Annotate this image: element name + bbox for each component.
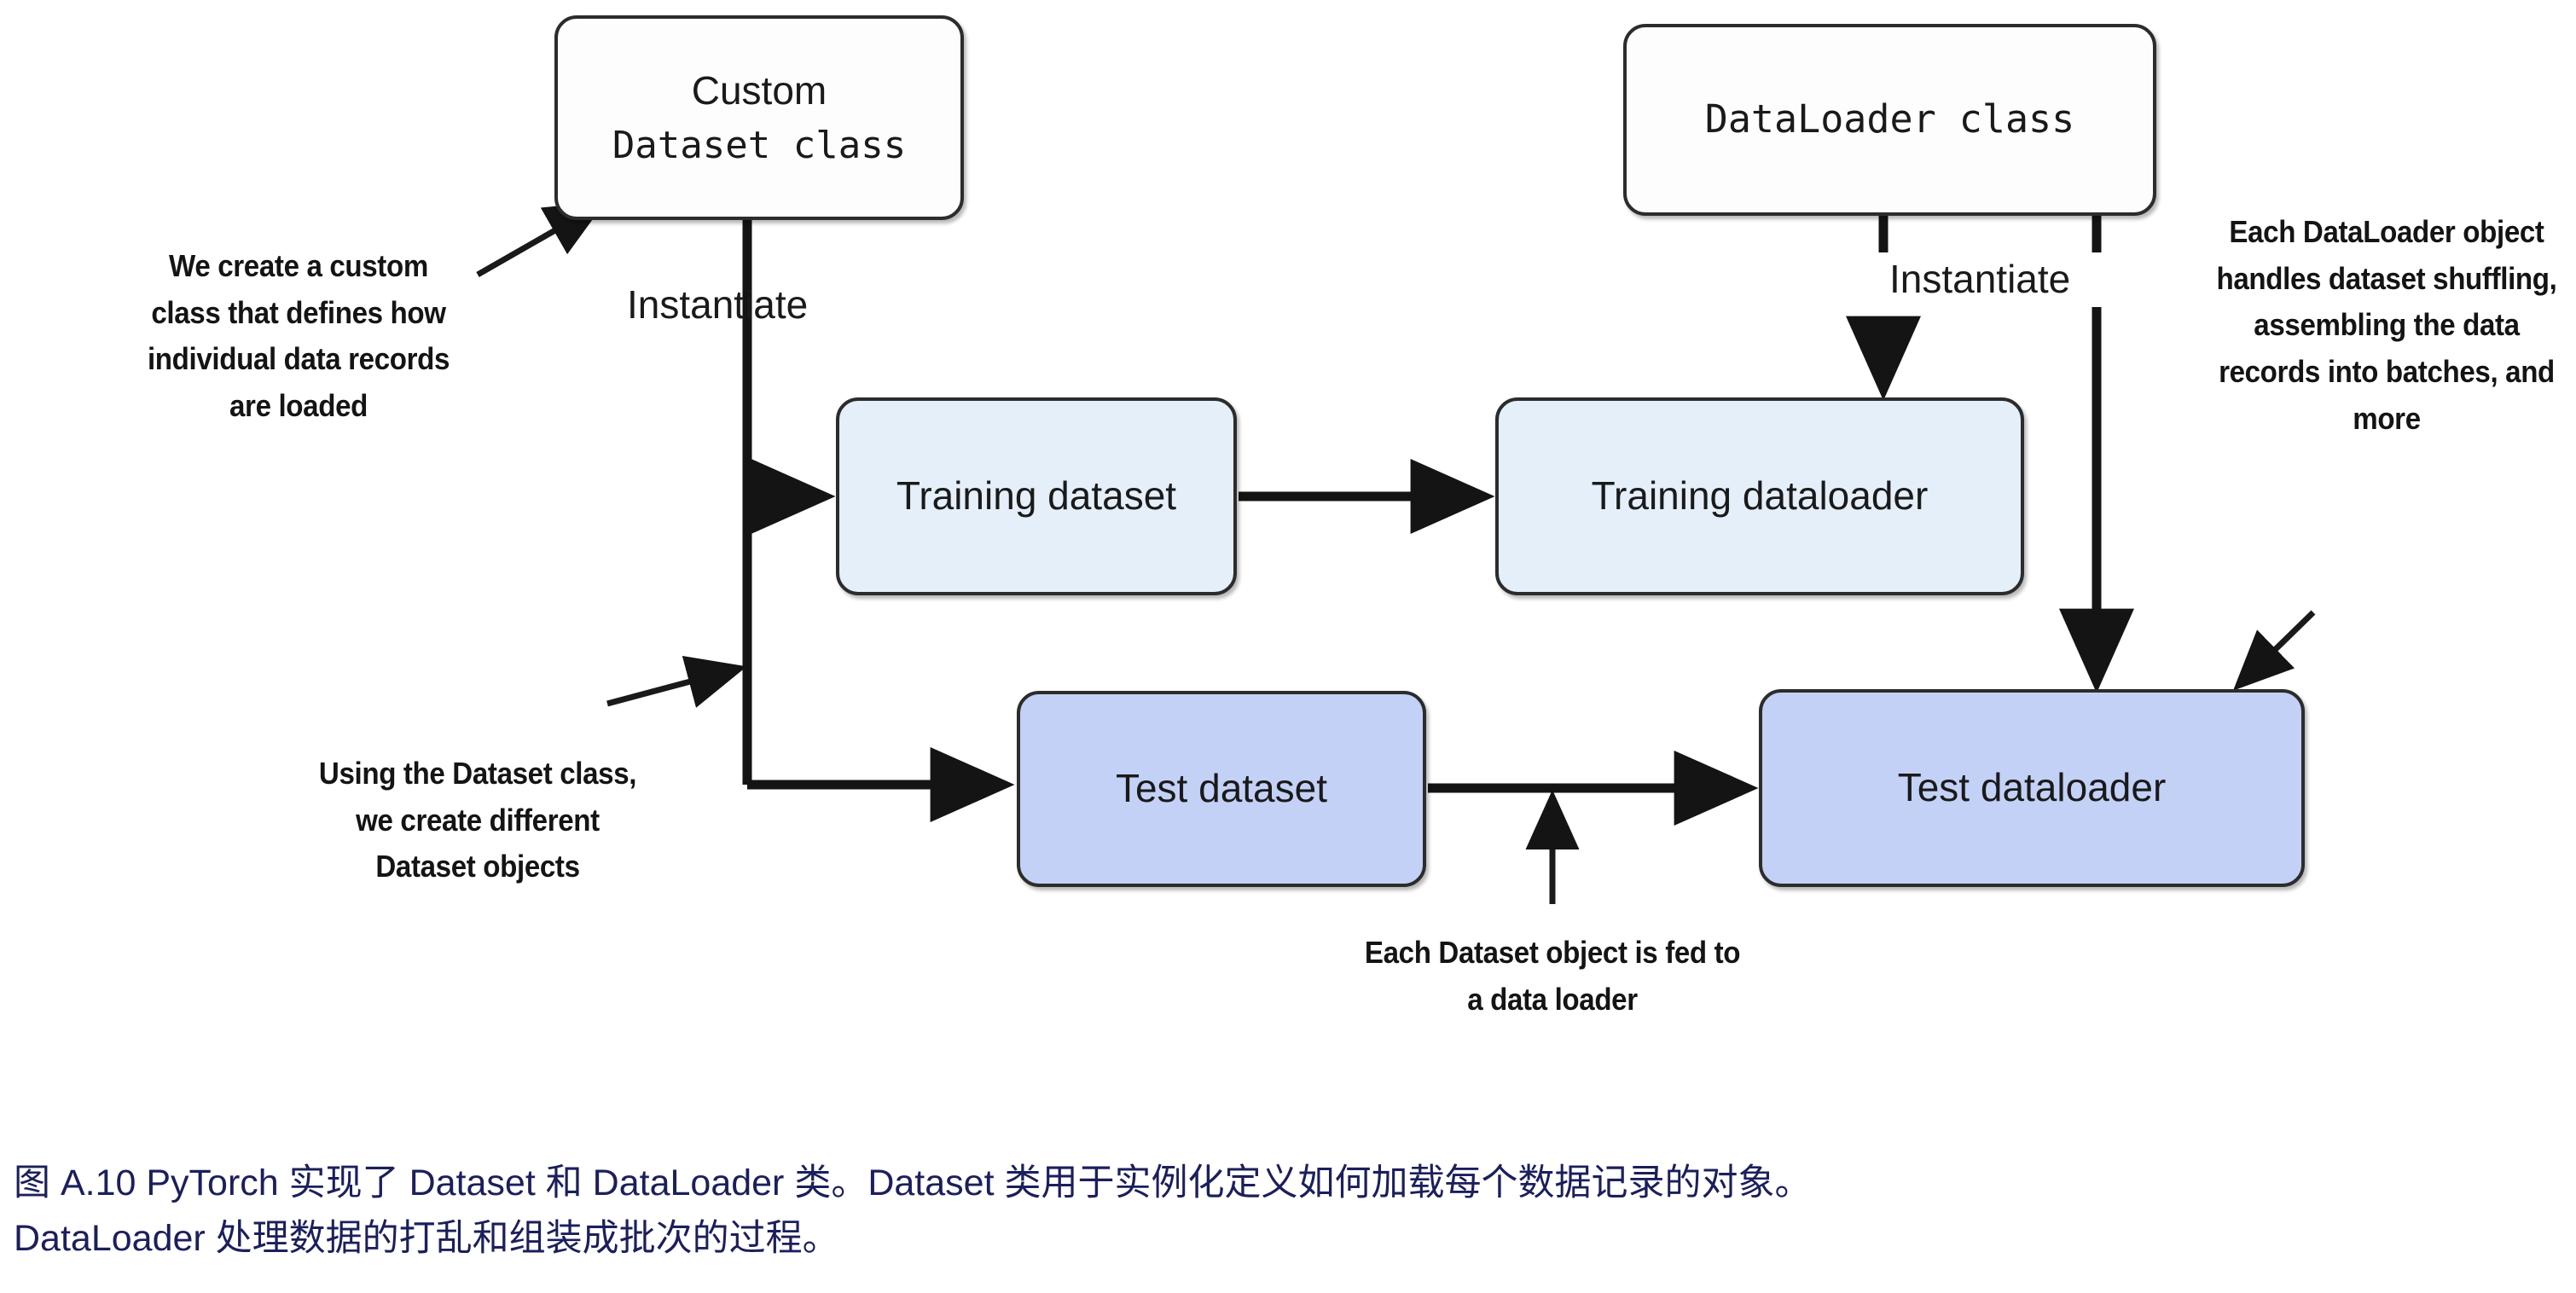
custom-dataset-class-line2: Dataset class bbox=[612, 124, 907, 168]
test-dataloader-label: Test dataloader bbox=[1897, 765, 2167, 810]
figure-caption: 图 A.10 PyTorch 实现了 Dataset 和 DataLoader … bbox=[14, 1156, 2530, 1267]
node-training-dataloader: Training dataloader bbox=[1495, 397, 2024, 595]
training-dataloader-label: Training dataloader bbox=[1591, 473, 1929, 519]
annotation-each-dataloader-object: Each DataLoader object handles dataset s… bbox=[2216, 214, 2557, 436]
edge-label-instantiate-right: Instantiate bbox=[1889, 257, 2071, 301]
custom-dataset-class-line1: Custom bbox=[691, 67, 827, 113]
caption-line-1: 图 A.10 PyTorch 实现了 Dataset 和 DataLoader … bbox=[14, 1163, 1812, 1203]
training-dataset-label: Training dataset bbox=[896, 473, 1177, 519]
annotation-dataset-fed-to-loader: Each Dataset object is fed to a data loa… bbox=[1364, 935, 1741, 1017]
node-test-dataset: Test dataset bbox=[1017, 691, 1426, 887]
node-test-dataloader: Test dataloader bbox=[1759, 689, 2305, 887]
dataloader-class-label: DataLoader class bbox=[1704, 96, 2075, 142]
connector-lines bbox=[476, 201, 2316, 904]
edge-label-instantiate-left: Instantiate bbox=[627, 282, 809, 327]
caption-line-2: DataLoader 处理数据的打乱和组装成批次的过程。 bbox=[14, 1218, 839, 1260]
node-training-dataset: Training dataset bbox=[836, 397, 1237, 595]
node-dataloader-class: DataLoader class bbox=[1623, 24, 2156, 216]
dataset-dataloader-diagram: Custom Dataset class DataLoader class Tr… bbox=[147, 15, 2557, 1017]
test-dataset-label: Test dataset bbox=[1115, 766, 1328, 811]
node-custom-dataset-class: Custom Dataset class bbox=[554, 15, 964, 220]
annotation-create-custom-class: We create a custom class that defines ho… bbox=[147, 248, 450, 424]
annotation-using-dataset-class: Using the Dataset class, we create diffe… bbox=[318, 756, 637, 884]
